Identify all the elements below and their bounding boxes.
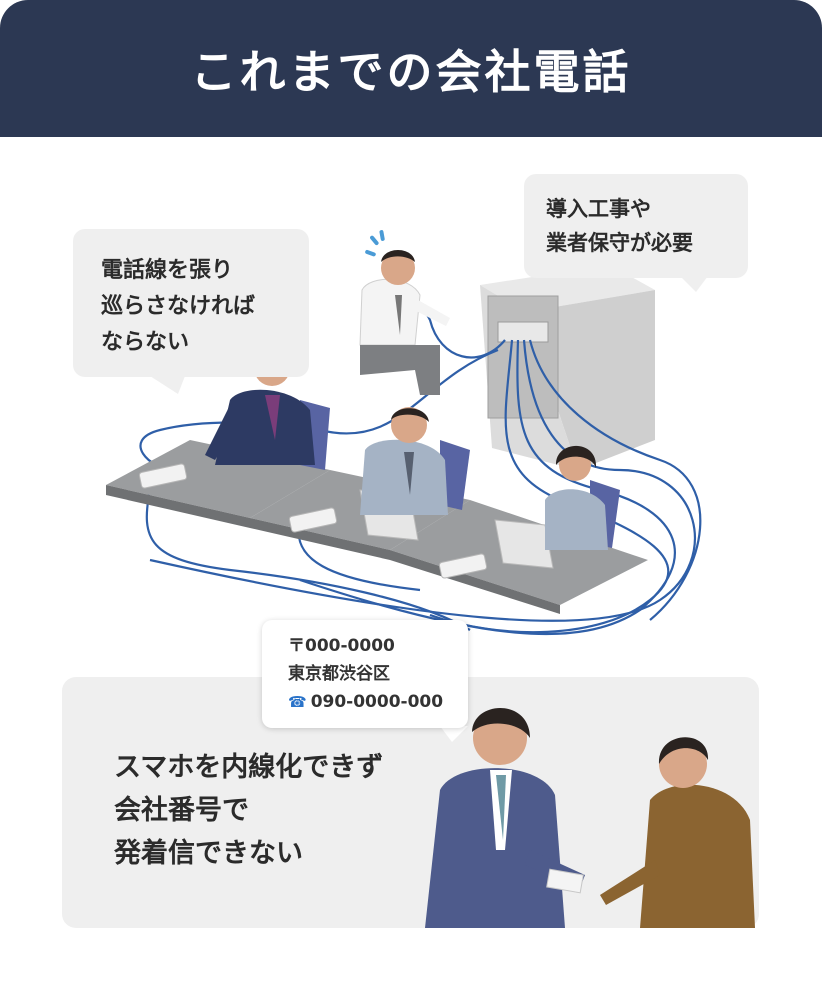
worker-at-laptop-grey-suit [360, 407, 448, 515]
problem-line: 会社番号で [114, 795, 249, 826]
address: 東京都渋谷区 [288, 664, 390, 684]
speech-bubble-installation: 導入工事や 業者保守が必要 [524, 174, 748, 278]
business-card-bubble: 〒000-0000 東京都渋谷区 ☎090-0000-000 [262, 620, 468, 728]
bubble-line: 業者保守が必要 [546, 231, 693, 255]
problem-line: スマホを内線化できず [114, 752, 384, 783]
bubble-line: 導入工事や [546, 197, 651, 221]
smartphone-problem-text: スマホを内線化できず 会社番号で 発着信できない [114, 746, 383, 875]
postal-code: 〒000-0000 [288, 636, 395, 656]
bubble-line: 電話線を張り [101, 258, 234, 283]
businessman-right-brown [600, 737, 755, 928]
title-banner: これまでの会社電話 [0, 0, 822, 137]
card-bubble-tail [440, 726, 468, 742]
phone-icon: ☎ [288, 693, 307, 711]
page-title: これまでの会社電話 [190, 44, 632, 99]
bubble-tail-installation [680, 276, 708, 292]
bubble-line: ならない [101, 330, 190, 355]
worker-crouching-wiring [359, 250, 450, 395]
phone-number: 090-0000-000 [310, 692, 444, 712]
speech-bubble-wiring: 電話線を張り 巡らさなければ ならない [73, 229, 309, 377]
bubble-line: 巡らさなければ [101, 294, 256, 319]
problem-line: 発着信できない [114, 838, 303, 869]
bubble-tail-wiring [150, 376, 185, 394]
worker-woman-on-phone [545, 445, 608, 550]
businessman-left-navy [425, 707, 585, 928]
desk-phones [138, 463, 488, 579]
phone-line: ☎090-0000-000 [288, 688, 468, 716]
